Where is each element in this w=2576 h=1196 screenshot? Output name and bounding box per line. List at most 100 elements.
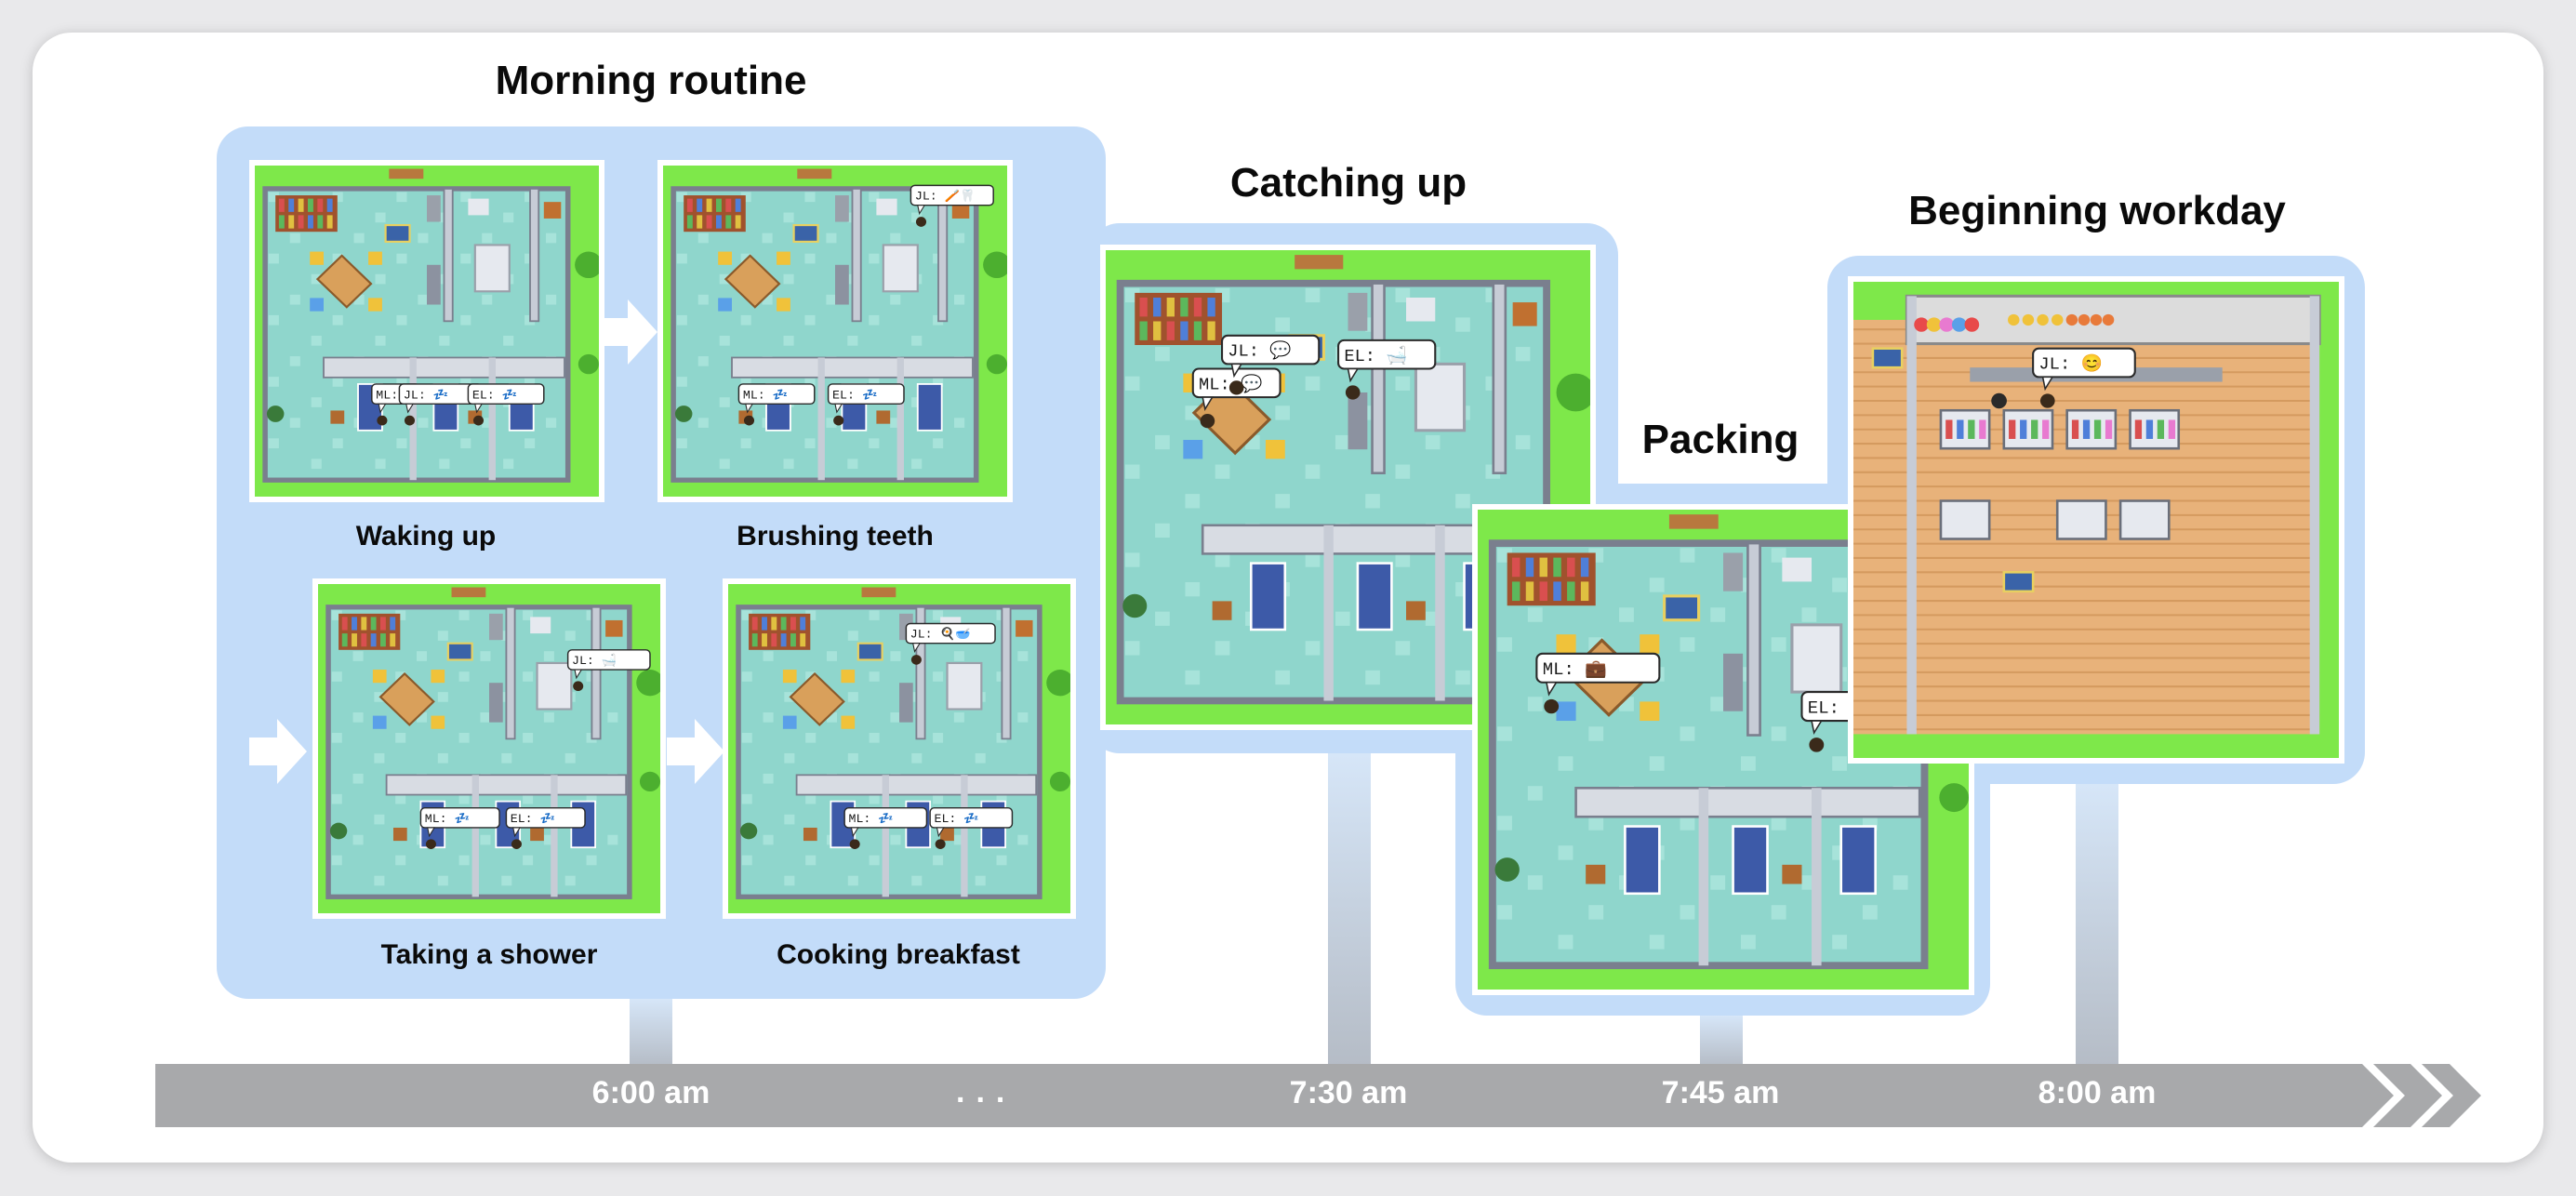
packing-title: Packing	[1641, 417, 1799, 462]
arrow-right-icon	[249, 719, 307, 784]
speech-bubble-text: EL: 💤	[832, 388, 878, 402]
plant	[739, 822, 758, 840]
speech-bubble-text: JL: 💤	[404, 388, 449, 402]
pixel-map: JL: 🛁ML: 💤EL: 💤	[318, 584, 660, 913]
time-label-6am: 6:00 am	[591, 1075, 710, 1110]
pillar-745am	[1700, 1016, 1743, 1066]
speech-bubble: JL: 😊	[2032, 347, 2136, 392]
bathtub	[882, 244, 919, 293]
time-ellipsis: ...	[956, 1074, 1016, 1110]
character	[1544, 698, 1560, 714]
caption-taking-shower: Taking a shower	[380, 939, 598, 970]
character	[910, 655, 922, 665]
plant	[1122, 593, 1148, 618]
map-cooking-breakfast: JL: 🍳🥣ML: 💤EL: 💤	[723, 578, 1076, 919]
character	[472, 415, 485, 426]
house-floor	[736, 605, 1042, 899]
timeline-bar	[155, 1064, 2350, 1127]
character	[1809, 738, 1825, 752]
speech-bubble: EL: 💤	[827, 383, 905, 414]
bookshelf	[684, 195, 746, 233]
character	[404, 415, 416, 426]
bed	[1356, 562, 1393, 631]
doormat	[389, 168, 424, 179]
bed	[916, 383, 943, 432]
speech-bubble-text: ML: 💤	[425, 812, 470, 826]
speech-bubble: JL: 💬	[1220, 334, 1321, 379]
speech-bubble-text: ML:	[376, 388, 398, 402]
character	[2039, 393, 2055, 408]
character	[935, 839, 946, 849]
time-label-730am: 7:30 am	[1289, 1075, 1408, 1110]
pillar-730am	[1328, 753, 1371, 1066]
map-office: JL: 😊	[1848, 276, 2344, 764]
doormat	[797, 168, 832, 179]
fridge	[835, 264, 849, 305]
character	[915, 217, 927, 227]
pixel-map: JL: 🍳🥣ML: 💤EL: 💤	[728, 584, 1070, 913]
speech-bubble: ML: 💤	[737, 383, 816, 414]
character	[833, 415, 844, 426]
speech-bubble: JL: 🛁	[566, 649, 651, 680]
speech-bubble-text: ML: 💤	[743, 388, 789, 402]
arrow-right-icon	[667, 719, 724, 784]
house-floor	[671, 186, 979, 483]
fridge	[899, 683, 913, 723]
dining-table	[789, 671, 845, 726]
character	[1991, 392, 2007, 409]
bed	[1732, 825, 1769, 896]
bed	[1624, 825, 1661, 896]
pixel-map: JL: 🪥🦷 ML: 💤 EL: 💤	[663, 166, 1007, 497]
speech-bubble: EL: 💤	[929, 807, 1014, 838]
arrow-right-icon	[600, 299, 657, 365]
doormat	[1295, 255, 1344, 270]
house-floor	[262, 186, 571, 483]
fridge	[1723, 653, 1744, 711]
character	[1200, 413, 1215, 429]
bathtub	[1790, 623, 1843, 694]
speech-bubble: JL: 🍳🥣	[905, 622, 996, 654]
timeline-chevron-icon	[2308, 1064, 2481, 1127]
speech-bubble: ML: 💤	[419, 807, 500, 838]
character	[1228, 380, 1244, 395]
plant	[674, 405, 693, 422]
fridge	[427, 264, 441, 305]
fridge	[1348, 392, 1368, 450]
speech-bubble: JL: 🪥🦷	[910, 184, 994, 216]
dining-table	[315, 254, 373, 309]
time-label-745am: 7:45 am	[1661, 1075, 1780, 1110]
plant	[266, 405, 285, 422]
speech-bubble: ML: 💼	[1535, 652, 1661, 697]
plant	[1494, 857, 1520, 882]
character	[511, 839, 522, 849]
bed	[1249, 562, 1287, 631]
speech-bubble: JL: 💤	[398, 383, 483, 414]
plant	[329, 822, 348, 840]
bathtub	[536, 661, 573, 711]
bathtub	[946, 661, 983, 711]
doormat	[1668, 514, 1719, 529]
workday-title: Beginning workday	[1908, 188, 2286, 233]
pillar-800am	[2076, 784, 2118, 1066]
bathtub	[1414, 362, 1467, 432]
character	[849, 839, 860, 849]
doormat	[861, 587, 896, 598]
pixel-map: JL: 😊	[1853, 282, 2339, 758]
speech-bubble-text: JL: 🛁	[572, 653, 617, 668]
dining-table	[378, 671, 435, 726]
bookshelf	[275, 195, 338, 233]
pixel-map: ML:JL: 💤EL: 💤	[255, 166, 599, 497]
bookshelf	[1507, 552, 1596, 606]
character	[425, 839, 436, 849]
character	[573, 681, 584, 692]
character	[377, 415, 388, 426]
speech-bubble-text: EL: 🛁	[1344, 345, 1407, 366]
map-brushing-teeth: JL: 🪥🦷 ML: 💤 EL: 💤	[657, 160, 1013, 502]
time-label-800am: 8:00 am	[2038, 1075, 2157, 1110]
speech-bubble-text: EL: 💤	[935, 812, 979, 826]
dining-table	[724, 254, 781, 309]
speech-bubble-text: JL: 💬	[1228, 340, 1291, 362]
bed	[1839, 825, 1877, 896]
catching-up-title: Catching up	[1229, 160, 1467, 206]
character	[1345, 385, 1361, 400]
